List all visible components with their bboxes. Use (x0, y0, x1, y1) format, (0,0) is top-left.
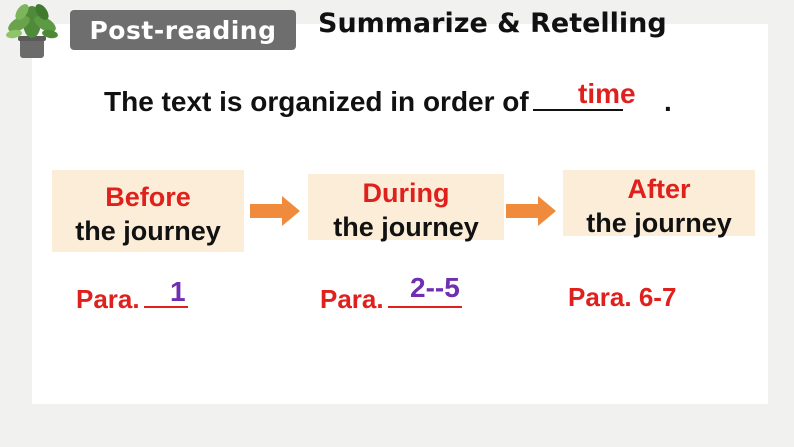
para-ref-before: Para. (76, 282, 188, 315)
para-blank (387, 282, 462, 308)
arrow-right-icon (506, 196, 556, 226)
slide-title: Summarize & Retelling (318, 8, 667, 39)
para-label: Para. 6-7 (568, 282, 677, 312)
stage-subtitle: the journey (586, 208, 732, 238)
sentence-period: . (664, 86, 672, 117)
para-label: Para. (76, 284, 140, 314)
answer-blank (532, 87, 623, 111)
section-tag-label: Post-reading (89, 15, 277, 45)
answer-time: time (578, 78, 636, 109)
para-answer-during: 2--5 (410, 272, 460, 303)
para-ref-after: Para. 6-7 (568, 282, 676, 313)
stage-title: Before (105, 182, 191, 212)
para-label: Para. (320, 284, 384, 314)
para-ref-during: Para. (320, 282, 462, 315)
arrow-right-icon (250, 196, 300, 226)
stage-title: During (362, 178, 450, 208)
stage-box-during: During the journey (308, 174, 504, 242)
question-sentence: The text is organized in order of (104, 86, 623, 118)
stage-subtitle: the journey (75, 216, 221, 246)
section-tag: Post-reading (70, 10, 296, 50)
question-text: The text is organized in order of (104, 86, 529, 117)
para-answer-before: 1 (170, 276, 186, 307)
para-blank (143, 282, 188, 308)
potted-plant-icon (6, 4, 58, 58)
stage-box-after: After the journey (563, 170, 755, 238)
stage-box-before: Before the journey (52, 170, 244, 252)
stage-title: After (627, 174, 691, 204)
stage-subtitle: the journey (333, 212, 479, 242)
